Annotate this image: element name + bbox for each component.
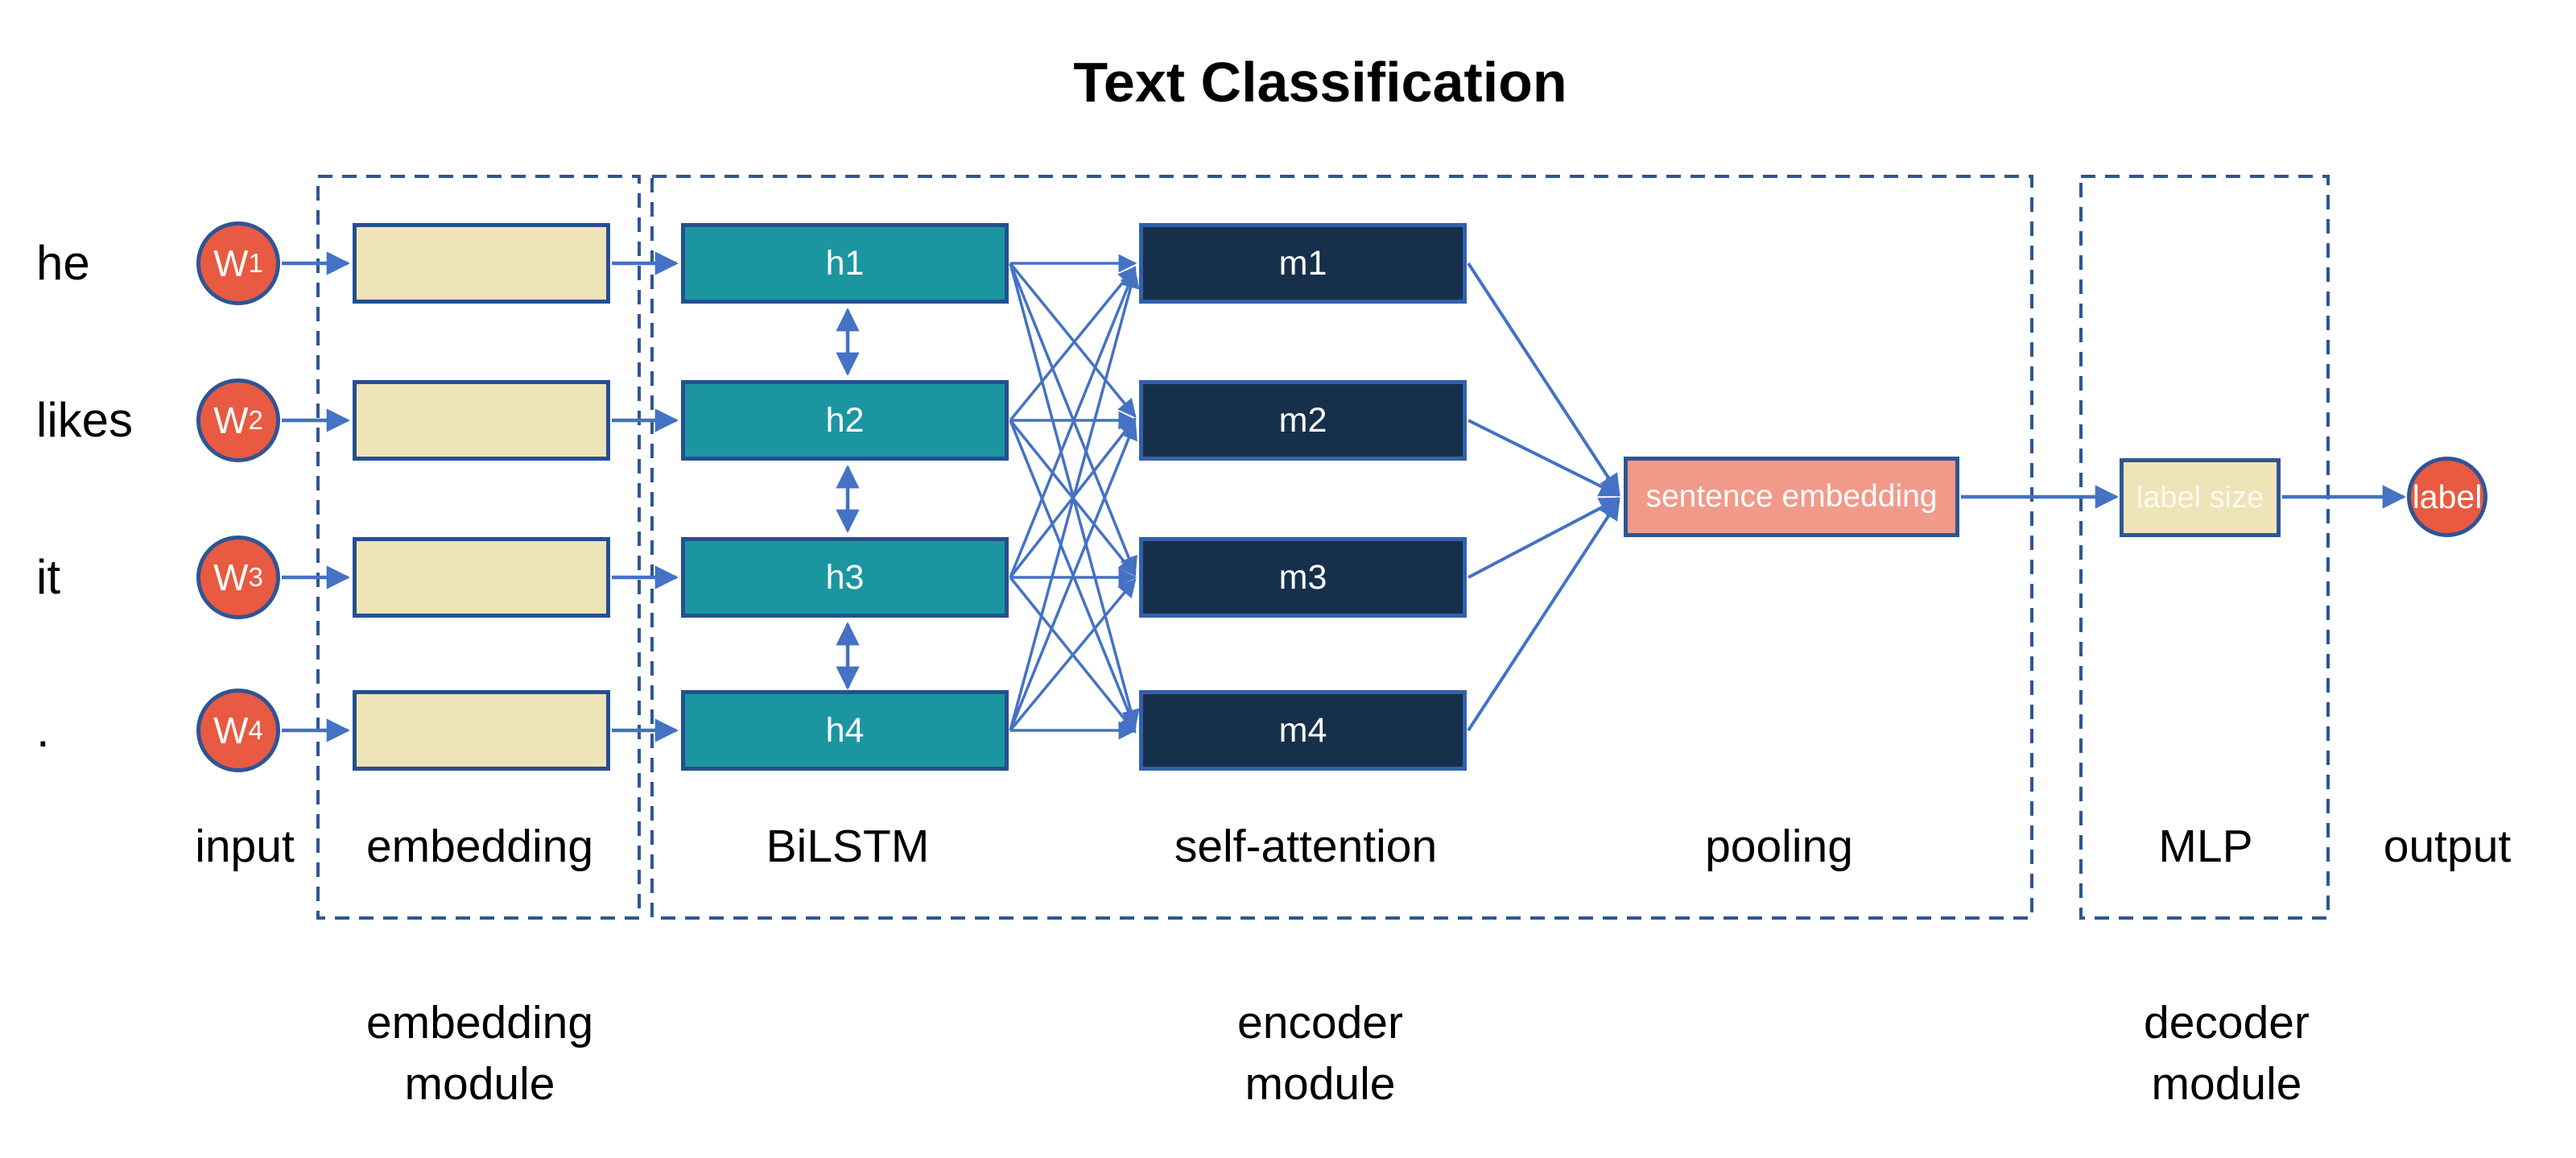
stage-label-input: input bbox=[195, 821, 295, 872]
input-node-label: W bbox=[213, 709, 249, 751]
input-node-index: 4 bbox=[248, 715, 263, 745]
module-label-encoder: encoder module bbox=[1237, 992, 1403, 1115]
input-word: likes bbox=[36, 393, 134, 447]
input-node-index: 1 bbox=[248, 248, 263, 278]
bilstm-box: h3 bbox=[681, 537, 1009, 618]
bilstm-box: h2 bbox=[681, 380, 1009, 461]
bilstm-box: h4 bbox=[681, 690, 1009, 771]
input-word: he bbox=[36, 236, 90, 290]
module-label-embedding: embedding module bbox=[366, 992, 593, 1115]
module-label-line: encoder bbox=[1237, 997, 1403, 1048]
module-label-line: module bbox=[1245, 1058, 1396, 1110]
input-word: . bbox=[36, 703, 50, 757]
input-word: it bbox=[36, 550, 60, 604]
stage-label-self-attention: self-attention bbox=[1174, 821, 1438, 872]
module-label-line: decoder bbox=[2144, 997, 2310, 1048]
attention-box: m3 bbox=[1139, 537, 1467, 618]
embedding-box bbox=[353, 380, 610, 461]
stage-label-pooling: pooling bbox=[1705, 821, 1853, 872]
mlp-box: label size bbox=[2120, 458, 2281, 537]
module-label-line: embedding bbox=[365, 997, 594, 1048]
stage-label-embedding: embedding bbox=[365, 821, 594, 872]
input-node-index: 3 bbox=[248, 562, 263, 592]
attention-box: m4 bbox=[1139, 690, 1467, 771]
attention-box: m1 bbox=[1139, 223, 1467, 304]
input-node-label: W bbox=[213, 242, 249, 284]
input-to-embedding-arrows bbox=[282, 251, 350, 742]
bilstm-box: h1 bbox=[681, 223, 1009, 304]
attention-to-pooling-arrows bbox=[1467, 262, 1621, 732]
stage-label-bilstm: BiLSTM bbox=[766, 821, 930, 872]
embedding-to-bilstm-arrows bbox=[612, 251, 679, 742]
pooling-box: sentence embedding bbox=[1624, 457, 1959, 537]
attention-box: m2 bbox=[1139, 380, 1467, 461]
embedding-box bbox=[353, 223, 610, 304]
output-node: label bbox=[2407, 457, 2487, 537]
input-node-index: 2 bbox=[248, 405, 263, 435]
stage-label-output: output bbox=[2383, 821, 2512, 872]
embedding-box bbox=[353, 537, 610, 618]
module-label-line: module bbox=[404, 1058, 555, 1110]
stage-label-mlp: MLP bbox=[2158, 821, 2253, 872]
bilstm-to-attention-cross-arrows bbox=[1009, 254, 1140, 740]
diagram-title: Text Classification bbox=[1073, 51, 1567, 114]
module-boundary-encoder bbox=[650, 175, 2033, 920]
module-label-line: module bbox=[2151, 1058, 2302, 1110]
module-label-decoder: decoder module bbox=[2144, 992, 2310, 1115]
input-node-label: W bbox=[213, 556, 249, 598]
embedding-box bbox=[353, 690, 610, 771]
input-node-label: W bbox=[213, 399, 249, 441]
module-boundary-decoder bbox=[2079, 175, 2330, 920]
